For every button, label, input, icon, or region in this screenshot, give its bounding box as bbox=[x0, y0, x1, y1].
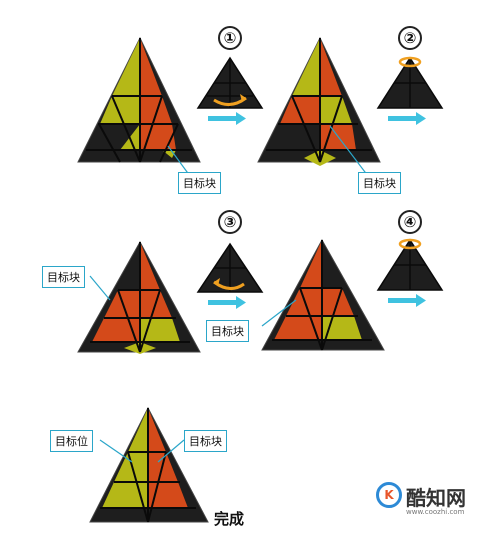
pyramid-step1-start bbox=[77, 36, 201, 163]
arrow-right-1 bbox=[208, 112, 246, 125]
step-number-1: ① bbox=[218, 26, 242, 50]
watermark-name: 酷知网 bbox=[406, 486, 466, 510]
pyramid-step3-result bbox=[261, 238, 385, 351]
arrow-right-2 bbox=[388, 112, 426, 125]
watermark-url: www.coozhi.com bbox=[406, 508, 465, 516]
pyramid-step1-move bbox=[196, 56, 264, 109]
label-target-block-1: 目标块 bbox=[178, 172, 221, 194]
callout-line-1 bbox=[167, 145, 191, 177]
step-number-3: ③ bbox=[218, 210, 242, 234]
callout-line-6 bbox=[157, 439, 185, 463]
pyramid-step4-move bbox=[376, 238, 444, 291]
label-target-block-5: 目标块 bbox=[184, 430, 227, 452]
callout-line-2 bbox=[329, 125, 369, 177]
pyramid-step3-move bbox=[196, 242, 264, 293]
label-target-block-4: 目标块 bbox=[206, 320, 249, 342]
label-target-block-2: 目标块 bbox=[358, 172, 401, 194]
label-target-position: 目标位 bbox=[50, 430, 93, 452]
callout-line-4 bbox=[261, 299, 297, 327]
pyramid-step2-move bbox=[376, 56, 444, 109]
arrow-right-4 bbox=[388, 294, 426, 307]
callout-line-5 bbox=[99, 439, 133, 463]
step-number-4: ④ bbox=[398, 210, 422, 234]
arrow-right-3 bbox=[208, 296, 246, 309]
callout-line-3 bbox=[89, 275, 111, 301]
pyramid-step3-start bbox=[77, 240, 201, 354]
label-target-block-3: 目标块 bbox=[42, 266, 85, 288]
pyramid-solved bbox=[89, 406, 209, 523]
step-number-2: ② bbox=[398, 26, 422, 50]
coozhi-logo-icon: K bbox=[376, 482, 402, 508]
done-label: 完成 bbox=[214, 510, 245, 528]
watermark: K 酷知网 www.coozhi.com bbox=[376, 480, 476, 520]
pyramid-step1-result bbox=[257, 36, 381, 166]
